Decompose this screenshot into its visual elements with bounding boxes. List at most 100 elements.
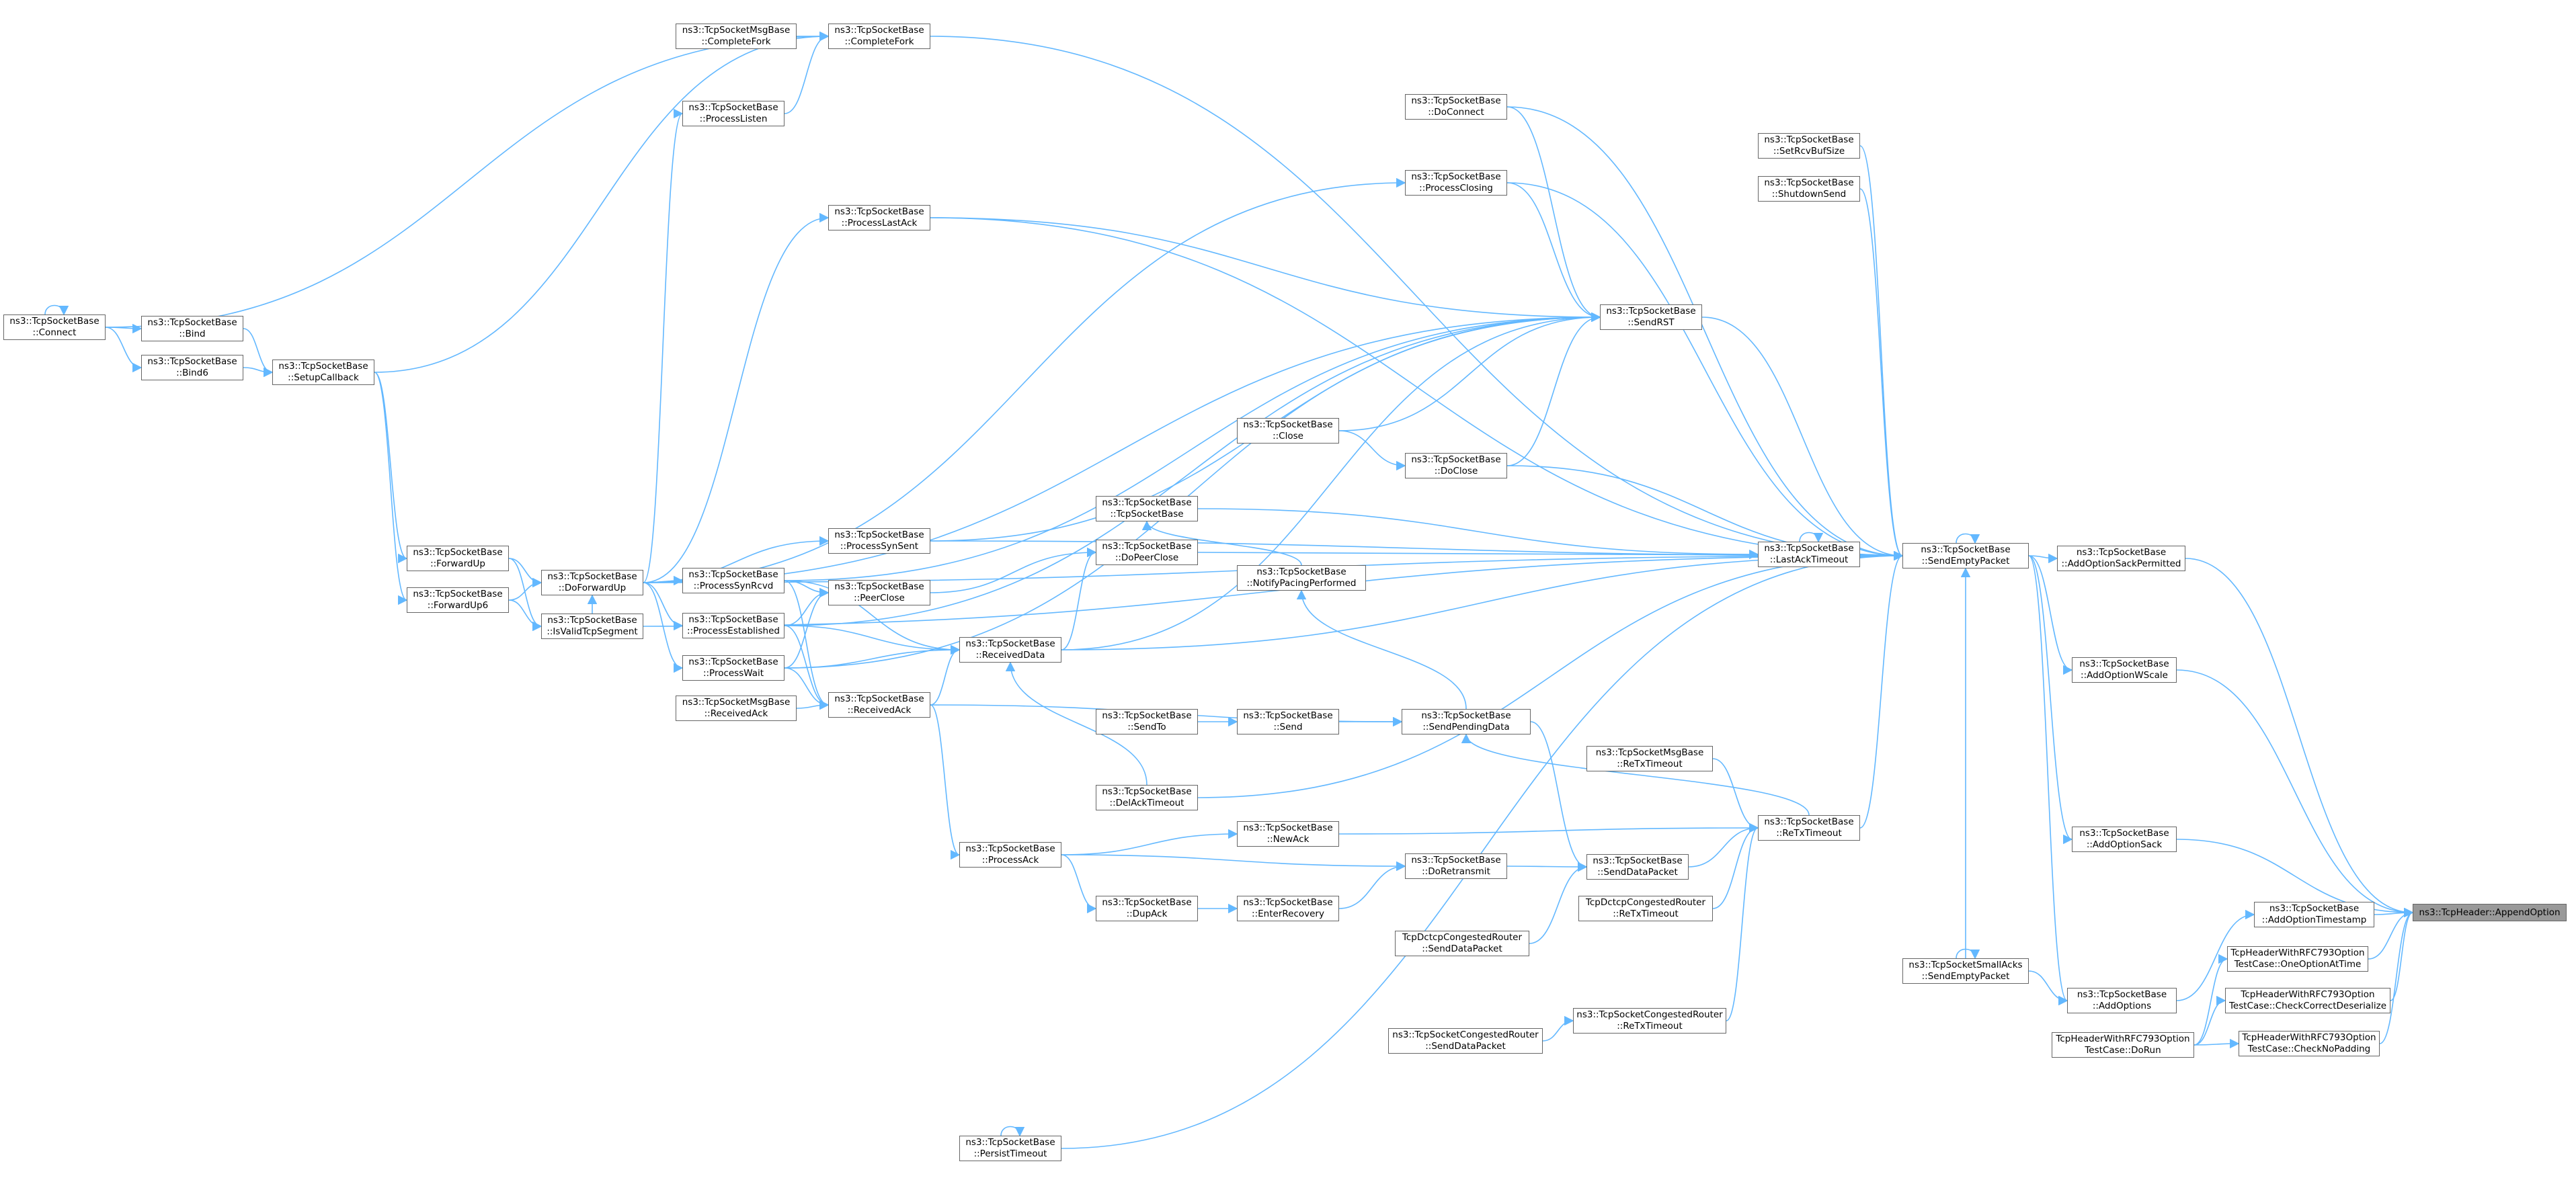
node-congsend[interactable]: ns3::TcpSocketCongestedRouter::SendDataP… bbox=[1388, 1028, 1543, 1054]
node-sendrst[interactable]: ns3::TcpSocketBase::SendRST bbox=[1600, 304, 1702, 330]
node-label: ns3::TcpSocketBase bbox=[1764, 816, 1854, 827]
node-senddatapkt[interactable]: ns3::TcpSocketBase::SendDataPacket bbox=[1586, 854, 1689, 880]
node-label: ns3::TcpSocketBase bbox=[1102, 786, 1192, 797]
edge-forwardup-to-isvalid bbox=[508, 558, 542, 632]
node-bind6[interactable]: ns3::TcpSocketBase::Bind6 bbox=[141, 355, 243, 380]
node-sendto[interactable]: ns3::TcpSocketBase::SendTo bbox=[1096, 709, 1198, 734]
node-send[interactable]: ns3::TcpSocketBase::Send bbox=[1237, 709, 1339, 734]
edge-processack-to-doretransmit bbox=[1061, 854, 1406, 872]
node-msgretx[interactable]: ns3::TcpSocketMsgBase::ReTxTimeout bbox=[1586, 746, 1713, 771]
node-retx[interactable]: ns3::TcpSocketBase::ReTxTimeout bbox=[1758, 815, 1860, 841]
node-receivedack[interactable]: ns3::TcpSocketBase::ReceivedAck bbox=[828, 692, 930, 718]
node-processclosing[interactable]: ns3::TcpSocketBase::ProcessClosing bbox=[1405, 170, 1507, 196]
node-label: ns3::TcpSocketBase bbox=[834, 581, 924, 592]
node-lastack[interactable]: ns3::TcpSocketBase::LastAckTimeout bbox=[1758, 542, 1860, 567]
node-processsynsent[interactable]: ns3::TcpSocketBase::ProcessSynSent bbox=[828, 528, 930, 554]
edge-processlastack-to-sendempty bbox=[930, 217, 1904, 561]
node-dctcpretx[interactable]: TcpDctcpCongestedRouter::ReTxTimeout bbox=[1578, 896, 1713, 921]
node-doretransmit[interactable]: ns3::TcpSocketBase::DoRetransmit bbox=[1405, 853, 1507, 879]
node-root[interactable]: ns3::TcpHeader::AppendOption bbox=[2413, 904, 2567, 921]
node-notifypacing[interactable]: ns3::TcpSocketBase::NotifyPacingPerforme… bbox=[1237, 565, 1366, 591]
node-label: ns3::TcpSocketBase bbox=[965, 843, 1055, 854]
node-sendpending[interactable]: ns3::TcpSocketBase::SendPendingData bbox=[1402, 709, 1531, 734]
node-label: ns3::TcpSocketBase bbox=[1102, 710, 1192, 721]
node-msgreceivedack[interactable]: ns3::TcpSocketMsgBase::ReceivedAck bbox=[676, 696, 797, 721]
node-sack[interactable]: ns3::TcpSocketBase::AddOptionSack bbox=[2072, 827, 2177, 852]
node-processack[interactable]: ns3::TcpSocketBase::ProcessAck bbox=[959, 842, 1061, 868]
node-label: TestCase::CheckNoPadding bbox=[2247, 1044, 2371, 1054]
node-forwardup6[interactable]: ns3::TcpSocketBase::ForwardUp6 bbox=[407, 587, 509, 613]
node-label: ::SetupCallback bbox=[288, 372, 359, 383]
node-addoptions[interactable]: ns3::TcpSocketBase::AddOptions bbox=[2067, 988, 2177, 1013]
node-dupack[interactable]: ns3::TcpSocketBase::DupAck bbox=[1096, 896, 1198, 921]
node-doclose[interactable]: ns3::TcpSocketBase::DoClose bbox=[1405, 453, 1507, 478]
edge-checkcorrect-to-root bbox=[2390, 907, 2414, 1001]
node-sackperm[interactable]: ns3::TcpSocketBase::AddOptionSackPermitt… bbox=[2057, 546, 2185, 571]
edge-doconnect-to-sendempty bbox=[1506, 106, 1904, 561]
node-congretx[interactable]: ns3::TcpSocketCongestedRouter::ReTxTimeo… bbox=[1573, 1008, 1726, 1034]
node-shutdownsend[interactable]: ns3::TcpSocketBase::ShutdownSend bbox=[1758, 176, 1860, 202]
node-isvalid[interactable]: ns3::TcpSocketBase::IsValidTcpSegment bbox=[541, 614, 643, 639]
node-label: ::ProcessListen bbox=[699, 114, 768, 124]
node-newack[interactable]: ns3::TcpSocketBase::NewAck bbox=[1237, 821, 1339, 847]
node-label: ns3::TcpSocketBase bbox=[1411, 855, 1501, 866]
edge-setupcb-to-forwardup bbox=[374, 372, 408, 564]
edge-delack-to-receiveddata bbox=[1005, 661, 1148, 786]
node-label: ::SendDataPacket bbox=[1597, 867, 1678, 878]
node-label: ::ProcessWait bbox=[702, 668, 764, 679]
node-bind[interactable]: ns3::TcpSocketBase::Bind bbox=[141, 316, 243, 341]
node-label: ::Close bbox=[1273, 431, 1303, 441]
node-label: ::SendPendingData bbox=[1422, 722, 1510, 732]
node-processestab[interactable]: ns3::TcpSocketBase::ProcessEstablished bbox=[682, 613, 784, 638]
node-label: ns3::TcpSocketMsgBase bbox=[1595, 747, 1704, 758]
node-doforwardup[interactable]: ns3::TcpSocketBase::DoForwardUp bbox=[541, 570, 643, 595]
edge-processack-to-newack bbox=[1061, 829, 1238, 855]
node-ctor[interactable]: ns3::TcpSocketBase::TcpSocketBase bbox=[1096, 496, 1198, 521]
node-smallacks[interactable]: ns3::TcpSocketSmallAcks::SendEmptyPacket bbox=[1902, 958, 2029, 984]
node-processlisten[interactable]: ns3::TcpSocketBase::ProcessListen bbox=[682, 101, 784, 126]
node-msgcompletefork[interactable]: ns3::TcpSocketMsgBase::CompleteFork bbox=[676, 24, 797, 49]
node-label: ns3::TcpHeader::AppendOption bbox=[2419, 907, 2561, 918]
node-label: ns3::TcpSocketBase bbox=[688, 102, 778, 113]
node-close[interactable]: ns3::TcpSocketBase::Close bbox=[1237, 418, 1339, 444]
node-label: TestCase::OneOptionAtTime bbox=[2234, 959, 2362, 970]
node-setrcvbuf[interactable]: ns3::TcpSocketBase::SetRcvBufSize bbox=[1758, 133, 1860, 159]
node-processwait[interactable]: ns3::TcpSocketBase::ProcessWait bbox=[682, 655, 784, 681]
node-processlastack[interactable]: ns3::TcpSocketBase::ProcessLastAck bbox=[828, 205, 930, 230]
node-label: ns3::TcpSocketBase bbox=[2079, 828, 2169, 839]
node-dctcpsend[interactable]: TcpDctcpCongestedRouter::SendDataPacket bbox=[1395, 931, 1529, 956]
node-completefork[interactable]: ns3::TcpSocketBase::CompleteFork bbox=[828, 24, 930, 49]
node-label: ns3::TcpSocketBase bbox=[1243, 897, 1333, 908]
node-label: ::DoConnect bbox=[1428, 107, 1484, 118]
node-dopeerclose[interactable]: ns3::TcpSocketBase::DoPeerClose bbox=[1096, 540, 1198, 565]
node-doconnect[interactable]: ns3::TcpSocketBase::DoConnect bbox=[1405, 94, 1507, 120]
node-enterrecovery[interactable]: ns3::TcpSocketBase::EnterRecovery bbox=[1237, 896, 1339, 921]
node-label: ns3::TcpSocketBase bbox=[2076, 547, 2167, 558]
edge-processclosing-to-sendempty bbox=[1506, 182, 1904, 561]
node-label: ns3::TcpSocketBase bbox=[1102, 541, 1192, 552]
edge-bind-to-setupcb bbox=[243, 328, 274, 378]
node-label: ::ReceivedAck bbox=[847, 705, 912, 716]
node-delack[interactable]: ns3::TcpSocketBase::DelAckTimeout bbox=[1096, 785, 1198, 810]
node-processsynrcvd[interactable]: ns3::TcpSocketBase::ProcessSynRcvd bbox=[682, 568, 784, 593]
node-receiveddata[interactable]: ns3::TcpSocketBase::ReceivedData bbox=[959, 637, 1061, 663]
node-label: ::Connect bbox=[32, 327, 77, 338]
node-setupcb[interactable]: ns3::TcpSocketBase::SetupCallback bbox=[272, 360, 374, 385]
node-label: ::SetRcvBufSize bbox=[1773, 146, 1845, 157]
edge-connect-to-connect bbox=[44, 304, 69, 316]
node-forwardup[interactable]: ns3::TcpSocketBase::ForwardUp bbox=[407, 546, 509, 571]
node-label: ns3::TcpSocketBase bbox=[688, 614, 778, 625]
node-tstamp[interactable]: ns3::TcpSocketBase::AddOptionTimestamp bbox=[2254, 902, 2374, 927]
node-peerclose[interactable]: ns3::TcpSocketBase::PeerClose bbox=[828, 580, 930, 605]
node-persist[interactable]: ns3::TcpSocketBase::PersistTimeout bbox=[959, 1136, 1061, 1161]
node-label: ::Send bbox=[1273, 722, 1303, 732]
node-label: ns3::TcpSocketBase bbox=[147, 356, 237, 367]
node-sendempty[interactable]: ns3::TcpSocketBase::SendEmptyPacket bbox=[1902, 543, 2029, 569]
node-wscale[interactable]: ns3::TcpSocketBase::AddOptionWScale bbox=[2072, 657, 2177, 683]
node-connect[interactable]: ns3::TcpSocketBase::Connect bbox=[3, 314, 106, 340]
edge-sendempty-to-sack bbox=[2028, 555, 2073, 845]
